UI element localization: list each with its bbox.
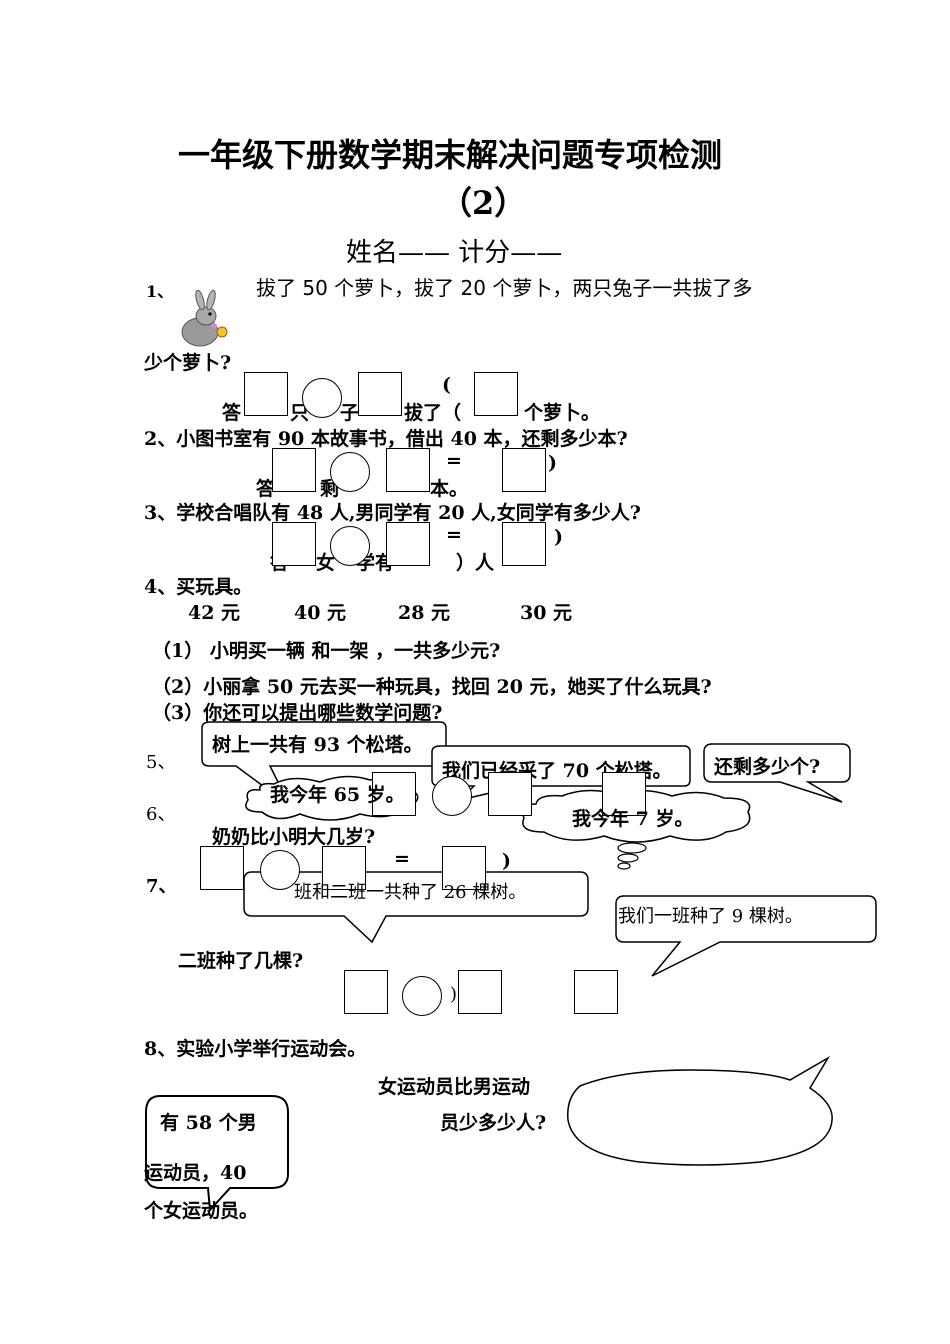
- q3-box-2[interactable]: [386, 522, 430, 566]
- q5-box-2[interactable]: [488, 772, 532, 816]
- name-score-line: 姓名—— 计分——: [346, 238, 563, 268]
- q4-price-3: 28 元: [398, 602, 451, 624]
- q3-paren-close: ): [554, 526, 563, 548]
- q8-info-line-3: 个女运动员。: [144, 1200, 259, 1222]
- q5-box-1[interactable]: [372, 772, 416, 816]
- q6-paren-close: ): [502, 850, 511, 872]
- q3-answer-end: ）人: [456, 552, 495, 574]
- q8-oval-bubble-outline: [567, 1055, 833, 1166]
- q4-sub-question-2: （2）小丽拿 50 元去买一种玩具，找回 20 元，她买了什么玩具?: [152, 676, 712, 698]
- q1-operator-circle[interactable]: [302, 378, 342, 418]
- q4-price-1: 42 元: [188, 602, 241, 624]
- q7-question: 二班种了几棵?: [178, 950, 304, 972]
- q1-box-1[interactable]: [244, 372, 288, 416]
- q5-operator-circle[interactable]: [432, 776, 472, 816]
- q6-box-3[interactable]: [442, 846, 486, 890]
- q4-sub-question-3: （3）你还可以提出哪些数学问题?: [152, 702, 443, 724]
- q4-price-4: 30 元: [520, 602, 573, 624]
- rabbit-icon: [181, 289, 228, 347]
- q6-bubble-2-text: 我今年 7 岁。: [572, 808, 694, 830]
- q6-box-1[interactable]: [200, 846, 244, 890]
- q1-box-2[interactable]: [358, 372, 402, 416]
- q5-bubble-3-text: 还剩多少个?: [714, 756, 821, 778]
- q2-text: 2、小图书室有 90 本故事书，借出 40 本，还剩多少本?: [144, 428, 628, 450]
- q1-answer-label: 答: [222, 402, 242, 424]
- q2-operator-circle[interactable]: [330, 452, 370, 492]
- q7-bubble-1-text: 班和二班一共种了 26 棵树。: [294, 882, 527, 903]
- q3-text: 3、学校合唱队有 48 人,男同学有 20 人,女同学有多少人?: [144, 502, 641, 524]
- q6-equals: =: [394, 848, 410, 870]
- q4-sub-question-1: （1） 小明买一辆 和一架 ，一共多少元?: [152, 640, 501, 662]
- q7-box-1[interactable]: [344, 970, 388, 1014]
- q2-box-3[interactable]: [502, 448, 546, 492]
- q8-info-bubble-outline: [145, 1095, 289, 1213]
- q4-price-2: 40 元: [294, 602, 347, 624]
- q5-box-3[interactable]: [602, 772, 646, 816]
- q6-bubble-1-text: 我今年 65 岁。: [270, 784, 405, 806]
- q2-answer-label: 答: [256, 478, 276, 500]
- q1-number: 1、: [146, 282, 174, 301]
- q8-info-line-2: 运动员，40: [144, 1162, 247, 1184]
- page-subtitle: （2）: [440, 184, 527, 222]
- q3-operator-circle[interactable]: [330, 526, 370, 566]
- q7-bubble-2-text: 我们一班种了 9 棵树。: [618, 906, 803, 927]
- q6-operator-circle[interactable]: [260, 850, 300, 890]
- q6-question: 奶奶比小明大几岁?: [212, 826, 376, 848]
- q6-box-2[interactable]: [322, 846, 366, 890]
- q4-text: 4、买玩具。: [144, 576, 253, 598]
- page-title: 一年级下册数学期末解决问题专项检测: [178, 136, 723, 174]
- q1-answer-tail: 拔了（: [404, 402, 462, 424]
- q7-paren-close: ): [450, 984, 458, 1005]
- q7-box-3[interactable]: [574, 970, 618, 1014]
- q1-text-cont: 少个萝卜?: [144, 352, 232, 374]
- q2-equals: =: [446, 450, 462, 472]
- q1-answer-mid2: 子: [340, 402, 360, 424]
- q1-paren: (: [442, 374, 451, 396]
- q8-text: 8、实验小学举行运动会。: [144, 1038, 367, 1060]
- q7-number: 7、: [146, 876, 177, 897]
- q3-equals: =: [446, 524, 462, 546]
- q7-box-2[interactable]: [458, 970, 502, 1014]
- q6-number: 6、: [146, 804, 176, 825]
- q3-answer-b: 女: [316, 552, 336, 574]
- q3-box-1[interactable]: [272, 522, 316, 566]
- q2-answer-end: 本。: [430, 478, 469, 500]
- q5-bubble-1-text: 树上一共有 93 个松塔。: [212, 734, 423, 756]
- q8-question-line-1: 女运动员比男运动: [378, 1076, 531, 1098]
- q1-box-3[interactable]: [474, 372, 518, 416]
- q3-box-3[interactable]: [502, 522, 546, 566]
- q7-operator-circle[interactable]: [402, 976, 442, 1016]
- q2-box-1[interactable]: [272, 448, 316, 492]
- q5-bubble-3-outline: [703, 743, 851, 803]
- q2-box-2[interactable]: [386, 448, 430, 492]
- q5-number: 5、: [146, 752, 176, 773]
- q1-answer-end: 个萝卜。: [524, 402, 601, 424]
- q2-paren-close: ): [548, 452, 557, 474]
- q8-info-line-1: 有 58 个男: [160, 1112, 257, 1134]
- q1-text: 拔了 50 个萝卜，拔了 20 个萝卜，两只兔子一共拔了多: [256, 276, 753, 300]
- q8-question-line-2: 员少多少人?: [440, 1112, 547, 1134]
- q7-bubble-2-outline: [615, 895, 877, 977]
